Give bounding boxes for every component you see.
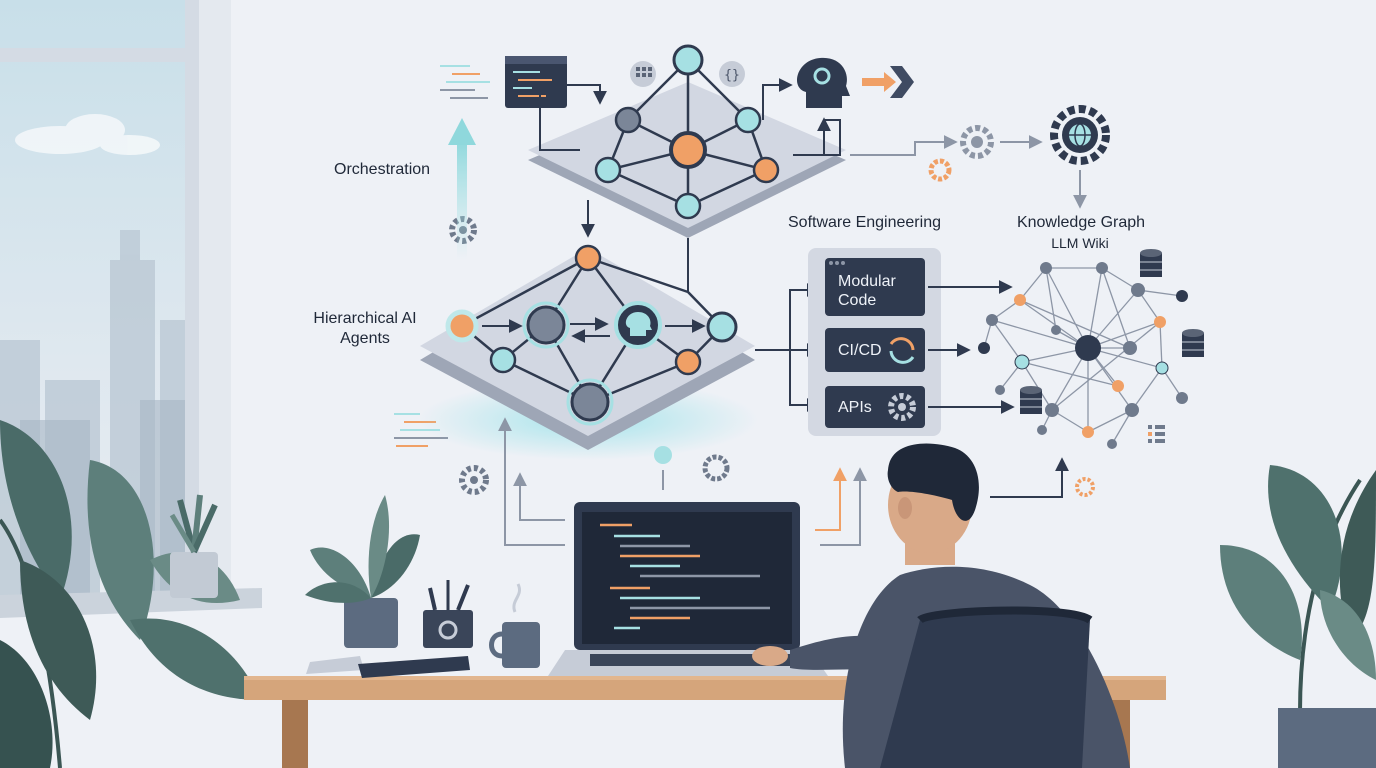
modular-code-line1: Modular	[838, 273, 896, 290]
gear-icon-small-orange	[1075, 477, 1095, 497]
refresh-icon	[889, 337, 915, 364]
phone	[306, 656, 364, 674]
orchestration-platform	[528, 44, 846, 238]
laptop-icon	[548, 502, 828, 676]
database-icon	[1140, 249, 1162, 277]
gear-icon-lower-left	[459, 465, 489, 495]
gear-icon-apis	[888, 393, 916, 421]
software-engineering-panel	[808, 248, 941, 436]
coffee-mug	[489, 583, 540, 668]
chevron-arrow-icon	[862, 66, 914, 98]
cicd-label: CI/CD	[838, 342, 882, 359]
database-icon-2	[1182, 329, 1204, 357]
calculator-icon	[630, 61, 656, 87]
sill-plant	[169, 494, 218, 598]
brackets-icon: {}	[719, 61, 745, 87]
left-plant	[0, 420, 260, 768]
hierarchical-agents-label: Hierarchical AI Agents	[300, 309, 430, 349]
desk-plant	[305, 495, 420, 648]
tablet	[358, 656, 470, 678]
code-lines-decoration	[440, 65, 490, 99]
software-engineering-label: Software Engineering	[788, 214, 941, 231]
llm-wiki-label: LLM Wiki	[1051, 235, 1109, 251]
pen-holder	[423, 580, 473, 648]
svg-text:{}: {}	[724, 68, 740, 83]
database-icon-3	[1020, 386, 1042, 414]
grid-dots-icon	[1148, 425, 1165, 443]
hierarchical-label-line2: Agents	[340, 330, 390, 347]
gear-brain-icon-small	[702, 454, 730, 482]
orchestration-label: Orchestration	[334, 161, 431, 178]
code-window-icon	[505, 56, 567, 108]
brain-icon-small	[654, 446, 672, 464]
apis-label: APIs	[838, 399, 872, 416]
hierarchical-label-line1: Hierarchical AI	[313, 310, 417, 327]
knowledge-graph-label: Knowledge Graph	[1016, 214, 1146, 231]
orchestration-arrow	[448, 118, 476, 260]
modular-code-line2: Code	[838, 292, 877, 309]
gear-icon	[960, 125, 994, 159]
knowledge-graph	[978, 262, 1188, 449]
gear-icon-orange	[928, 158, 952, 182]
globe-gear-icon	[1050, 105, 1110, 165]
modular-code-label: Modular Code	[838, 272, 896, 310]
agents-platform	[418, 244, 758, 460]
chair	[880, 606, 1093, 768]
brain-gear-icon	[797, 57, 850, 108]
right-plant	[1220, 465, 1376, 768]
